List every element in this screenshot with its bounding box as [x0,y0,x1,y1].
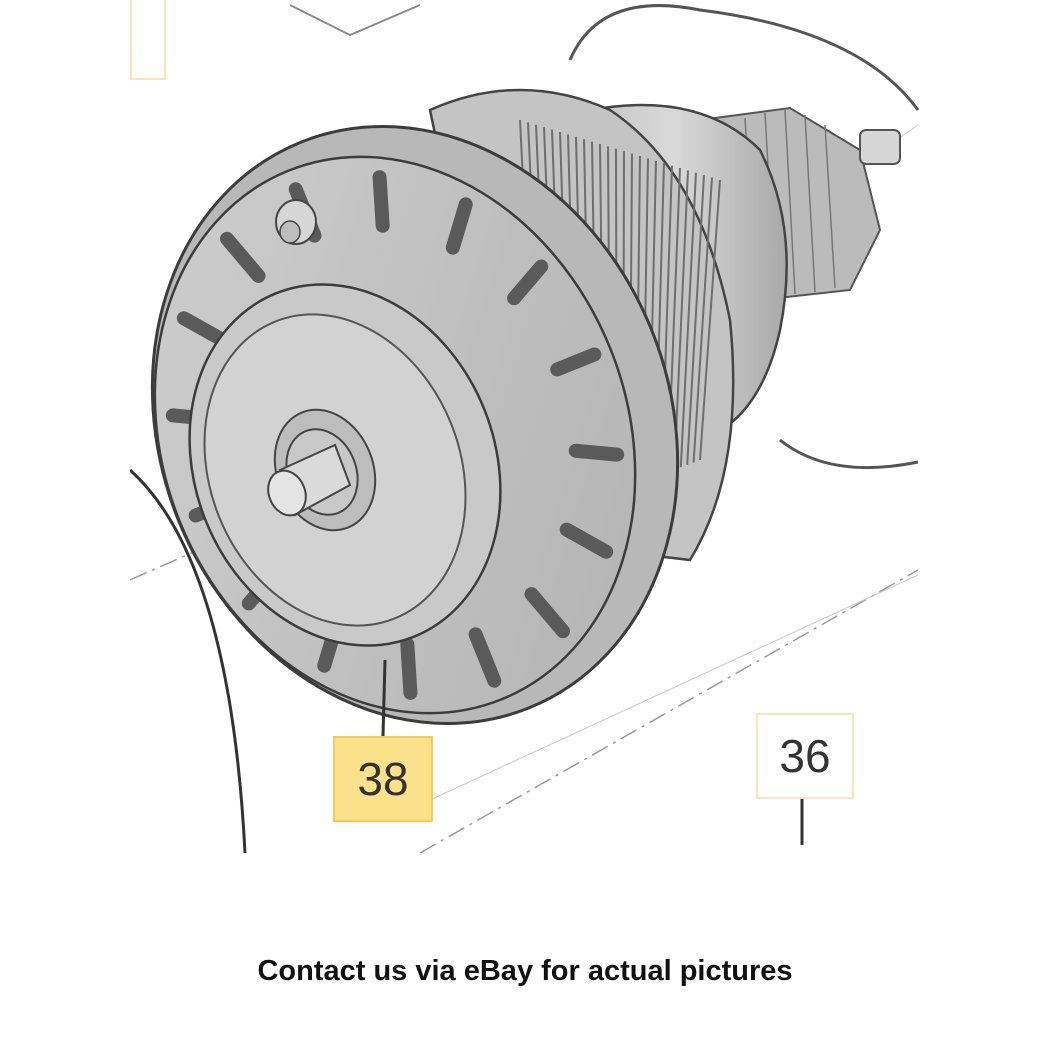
disc-slot [550,347,602,377]
perspective-line-lower [419,569,919,853]
partial-callout-box [130,0,166,80]
rotor-rib [686,175,705,465]
contact-caption: Contact us via eBay for actual pictures [257,955,793,987]
background-wire-right-low [779,438,919,470]
rotor-rib [699,179,721,461]
part-callout-36: 36 [756,713,854,799]
rotor-rib [692,177,713,463]
rotor-rib [673,170,689,470]
rotor-rib [679,172,697,468]
disc-slot [400,637,418,700]
background-wire-top [289,4,421,37]
disc-slot [445,197,473,255]
disc-slot [468,627,502,688]
disc-slot [372,170,390,233]
disc-slot [568,443,625,462]
background-ring-left [130,468,247,853]
disc-slot [559,522,614,559]
background-wire-right [568,4,920,111]
disc-slot [176,311,231,348]
disc-slot [524,587,571,639]
disc-slot [219,231,266,283]
rear-shaft [859,129,901,165]
part-callout-38: 38 [333,736,433,822]
leader-line-38 [381,659,387,737]
disc-slot [507,259,549,306]
shaft-end [267,469,307,517]
